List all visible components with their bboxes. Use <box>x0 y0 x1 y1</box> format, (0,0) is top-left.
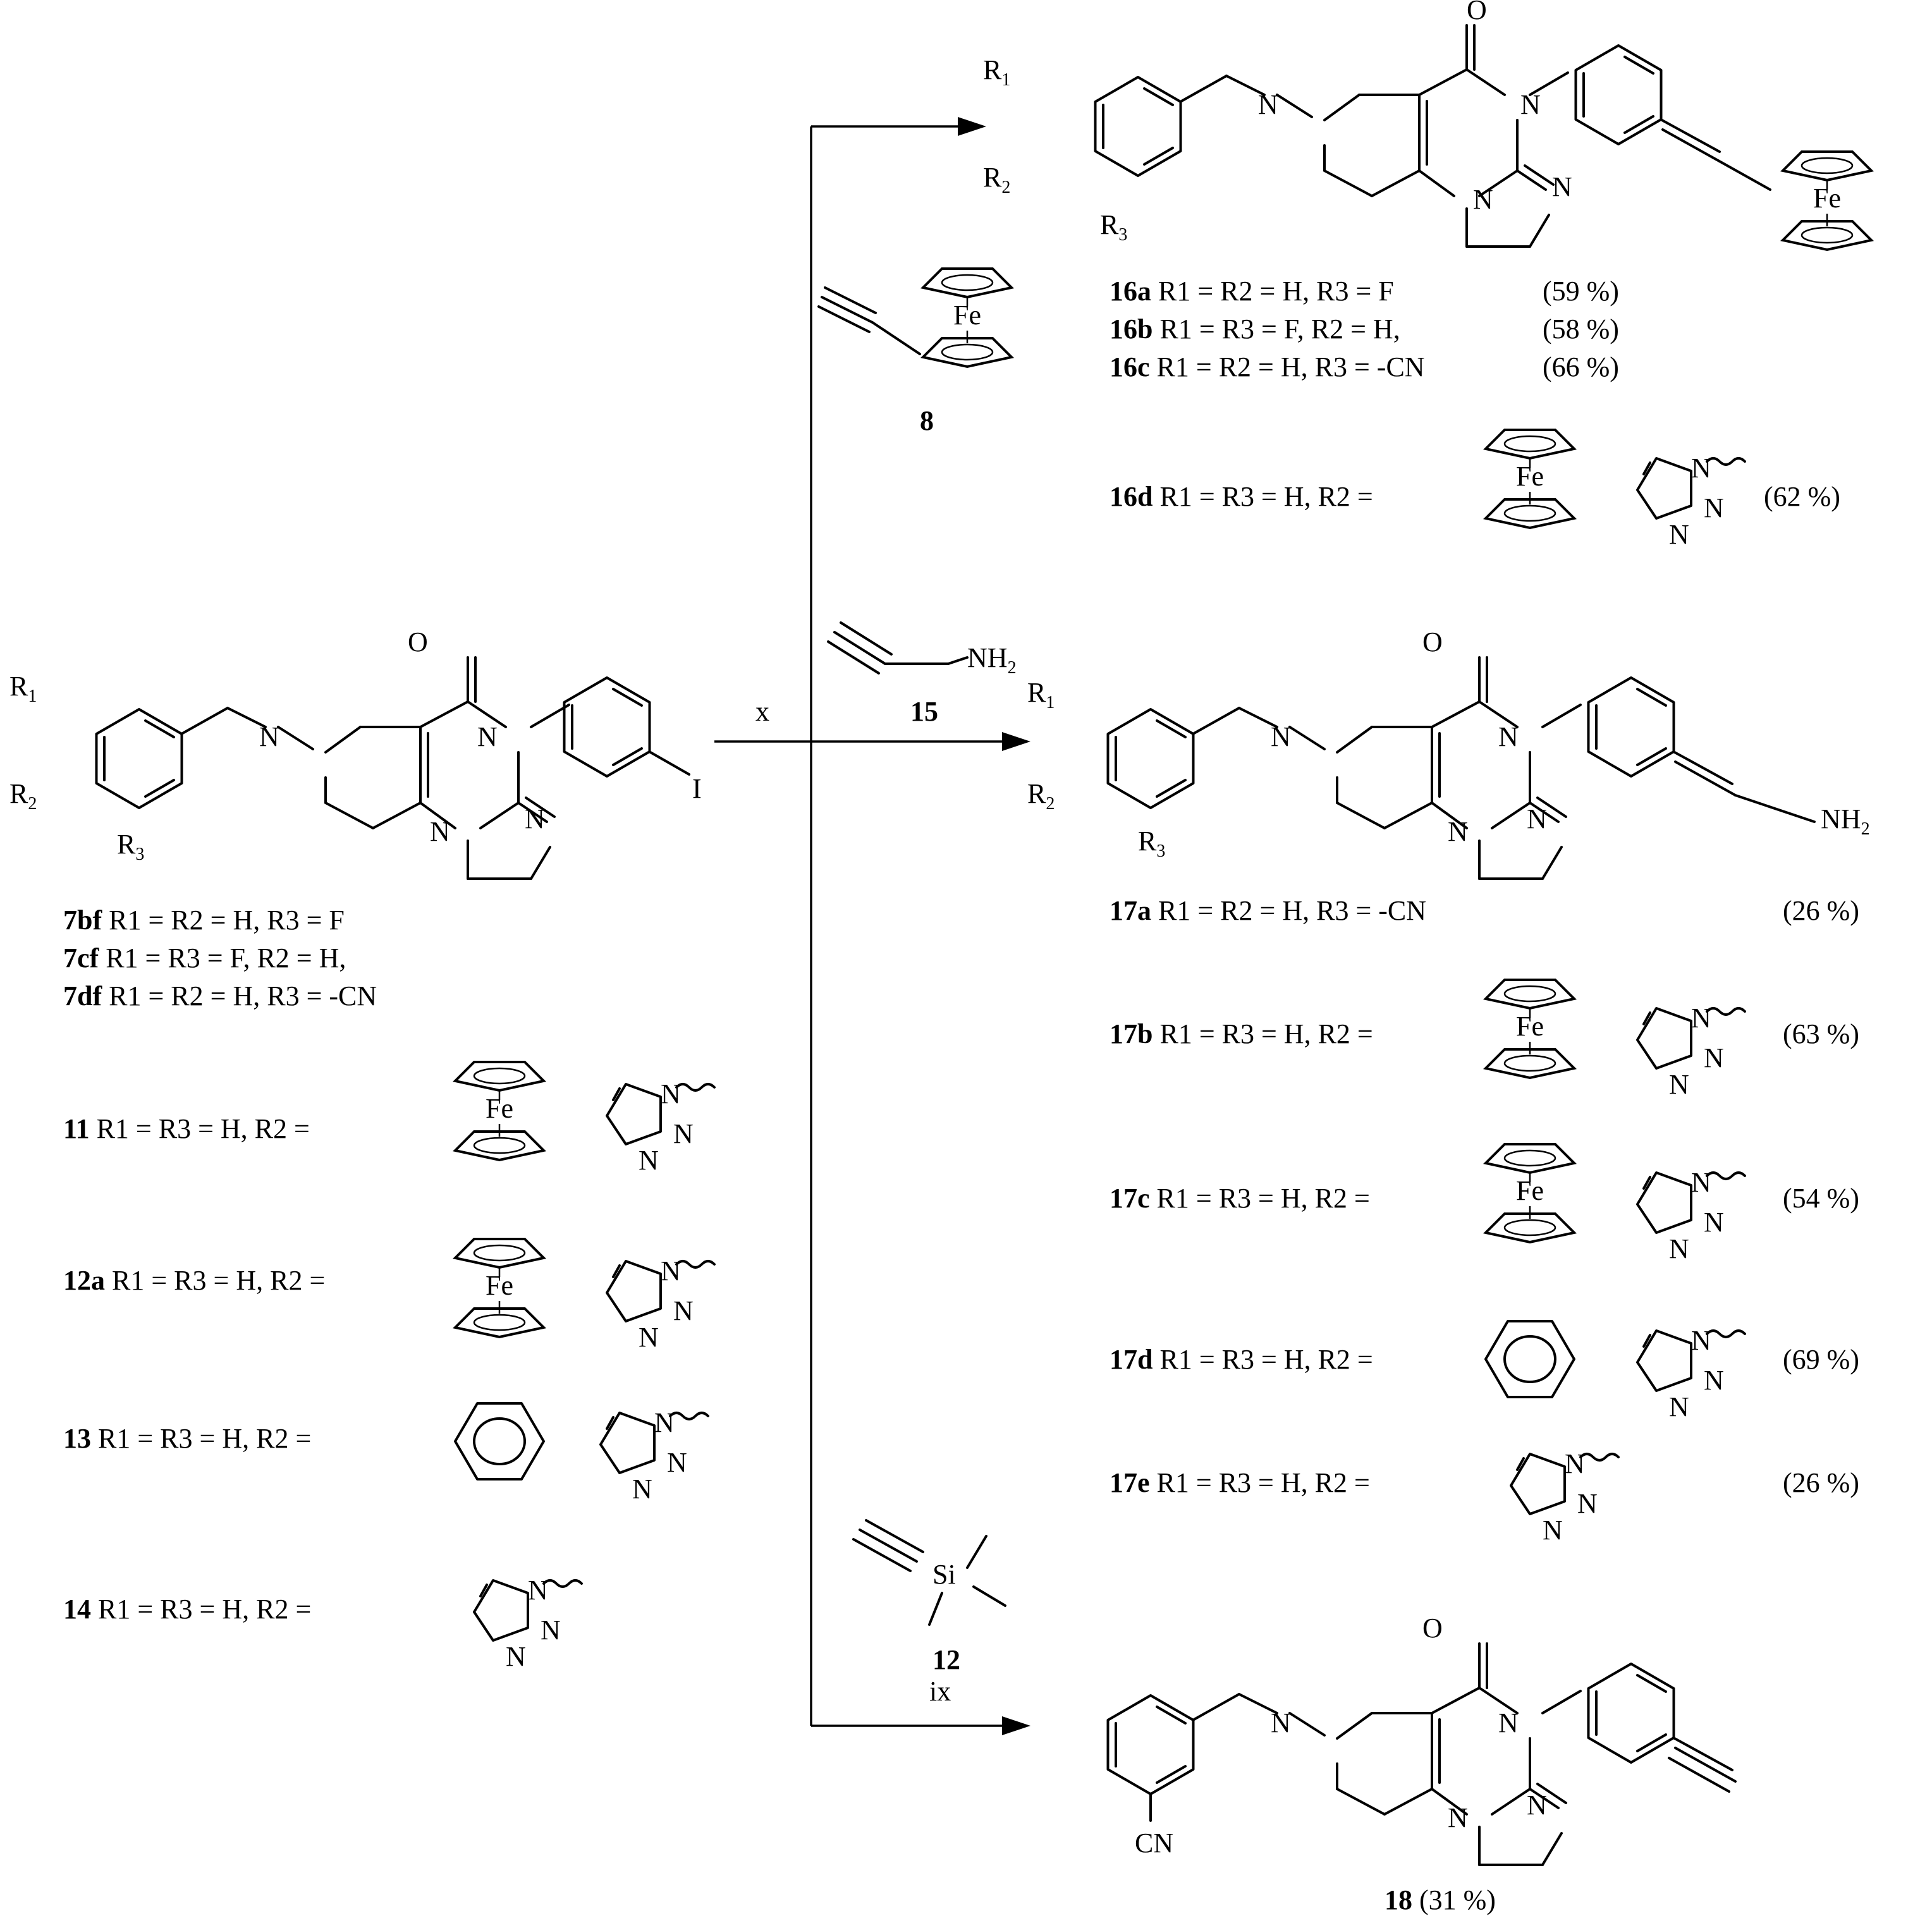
p16-atom-O: O <box>1467 0 1487 25</box>
p18-cn: CN <box>1135 1828 1173 1859</box>
reagent-12: Si 12 ix <box>852 1519 1006 1707</box>
p16-atom-N3: N <box>1473 184 1493 215</box>
p16-atom-N2: N <box>1520 89 1541 120</box>
svg-text:(58 %): (58 %) <box>1543 314 1619 345</box>
reaction-label-x: x <box>755 696 769 727</box>
svg-text:14 R1 = R3 = H, R2 =: 14 R1 = R3 = H, R2 = <box>63 1594 311 1625</box>
svg-text:(26 %): (26 %) <box>1783 895 1859 926</box>
p17-R2: R2 <box>1027 778 1055 814</box>
svg-text:7bf R1 = R2 = H, R3 = F: 7bf R1 = R2 = H, R3 = F <box>63 905 345 936</box>
start-R2: R2 <box>9 778 37 814</box>
svg-text:(63 %): (63 %) <box>1783 1018 1859 1049</box>
p18-atom-N4: N <box>1527 1790 1547 1821</box>
svg-text:17a R1 = R2 = H, R3 = -CN: 17a R1 = R2 = H, R3 = -CN <box>1110 895 1426 926</box>
p17-atom-N: N <box>1271 721 1291 752</box>
svg-text:(62 %): (62 %) <box>1764 481 1840 512</box>
reaction-arrows: x <box>714 117 1030 1735</box>
start-R1: R1 <box>9 671 37 706</box>
p17-R1: R1 <box>1027 677 1055 712</box>
start-R3: R3 <box>117 829 144 864</box>
reagent-8-label: 8 <box>920 405 934 436</box>
start-atom-I: I <box>692 773 702 804</box>
svg-text:16b R1 = R3 = F, R2 = H,: 16b R1 = R3 = F, R2 = H, <box>1110 314 1400 345</box>
product-16-list: 16a R1 = R2 = H, R3 = F (59 %) 16b R1 = … <box>1110 276 1840 551</box>
svg-text:(69 %): (69 %) <box>1783 1344 1859 1375</box>
reagent-12-label: 12 <box>932 1644 960 1675</box>
svg-text:(59 %): (59 %) <box>1543 276 1619 307</box>
svg-text:13 R1 = R3 = H, R2 =: 13 R1 = R3 = H, R2 = <box>63 1423 311 1454</box>
reagent-12-si: Si <box>932 1559 956 1590</box>
product-18-structure: N O N N N CN <box>1106 1613 1737 1866</box>
product-17-list: 17a R1 = R2 = H, R3 = -CN (26 %) 17b R1 … <box>1110 895 1859 1547</box>
reagent-15-label: 15 <box>910 696 938 727</box>
p18-atom-O: O <box>1422 1613 1443 1644</box>
p17-atom-O: O <box>1422 626 1443 657</box>
p16-R3: R3 <box>1100 209 1127 245</box>
p17-nh2: NH2 <box>1821 803 1870 839</box>
svg-text:(26 %): (26 %) <box>1783 1467 1859 1498</box>
svg-text:(54 %): (54 %) <box>1783 1183 1859 1214</box>
product-16-structure: N O N N N R1 R2 R3 <box>983 0 1873 251</box>
reagent-ix-label: ix <box>929 1676 951 1707</box>
start-atom-O: O <box>408 626 428 657</box>
svg-text:16c R1 = R2 = H, R3 = -CN: 16c R1 = R2 = H, R3 = -CN <box>1110 351 1425 382</box>
svg-text:7df R1 = R2 = H, R3 = -CN: 7df R1 = R2 = H, R3 = -CN <box>63 980 377 1011</box>
start-atom-N3: N <box>430 816 450 847</box>
starting-material-structure: N O N N N I R1 R2 R3 <box>9 626 702 880</box>
start-atom-N4: N <box>525 803 545 834</box>
reagent-8: 8 <box>817 267 1013 436</box>
start-substituent-list: 7bf R1 = R2 = H, R3 = F 7cf R1 = R3 = F,… <box>63 905 716 1673</box>
reagent-15: NH2 15 <box>827 621 1017 727</box>
p17-atom-N2: N <box>1498 721 1519 752</box>
start-atom-N: N <box>259 721 279 752</box>
p16-atom-N: N <box>1258 89 1278 120</box>
p17-R3: R3 <box>1138 826 1165 861</box>
p16-R1: R1 <box>983 54 1010 90</box>
svg-text:12a R1 = R3 = H, R2 =: 12a R1 = R3 = H, R2 = <box>63 1265 325 1296</box>
svg-text:16d R1 = R3 = H, R2 =: 16d R1 = R3 = H, R2 = <box>1110 481 1373 512</box>
start-atom-N2: N <box>477 721 498 752</box>
reagent-15-nh2: NH2 <box>967 642 1017 678</box>
product-18-label: 18 (31 %) <box>1385 1884 1496 1915</box>
p16-R2: R2 <box>983 162 1010 197</box>
product-17-structure: N O N N N NH2 R1 R2 R3 <box>1027 626 1870 880</box>
svg-text:17d R1 = R3 = H, R2 =: 17d R1 = R3 = H, R2 = <box>1110 1344 1373 1375</box>
svg-text:(66 %): (66 %) <box>1543 351 1619 382</box>
p17-atom-N3: N <box>1448 816 1468 847</box>
p18-atom-N3: N <box>1448 1802 1468 1833</box>
svg-text:11 R1 = R3 = H, R2 =: 11 R1 = R3 = H, R2 = <box>63 1113 310 1144</box>
p18-atom-N: N <box>1271 1707 1291 1738</box>
p16-atom-N4: N <box>1552 171 1572 202</box>
svg-text:7cf R1 = R3 = F, R2 = H,: 7cf R1 = R3 = F, R2 = H, <box>63 943 346 974</box>
p17-atom-N4: N <box>1527 803 1547 834</box>
svg-text:16a R1 = R2 = H, R3 = F: 16a R1 = R2 = H, R3 = F <box>1110 276 1394 307</box>
svg-text:17e R1 = R3 = H, R2 =: 17e R1 = R3 = H, R2 = <box>1110 1467 1370 1498</box>
svg-text:17c R1 = R3 = H, R2 =: 17c R1 = R3 = H, R2 = <box>1110 1183 1370 1214</box>
svg-text:17b R1 = R3 = H, R2 =: 17b R1 = R3 = H, R2 = <box>1110 1018 1373 1049</box>
p18-atom-N2: N <box>1498 1707 1519 1738</box>
